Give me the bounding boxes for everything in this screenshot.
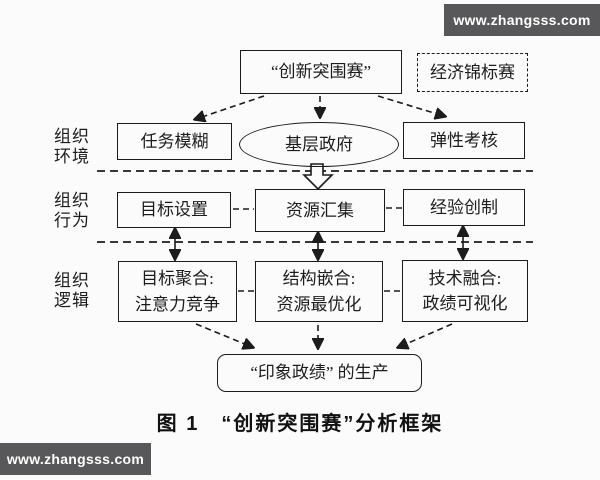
- arrow-aggregation-to-outcome: [195, 323, 252, 347]
- grassroots-government-ellipse: 基层政府: [239, 122, 399, 167]
- watermark-top-right: www.zhangsss.com: [444, 4, 600, 36]
- arrow-contest-to-assessment: [377, 95, 444, 116]
- impression-performance-box: “印象政绩” 的生产: [217, 354, 422, 392]
- watermark-bottom-left: www.zhangsss.com: [0, 443, 151, 475]
- row-label-logic: 组织 逻辑: [54, 271, 90, 310]
- technology-fusion-box: 技术融合: 政绩可视化: [402, 260, 528, 322]
- structure-embedding-box: 结构嵌合: 资源最优化: [255, 261, 383, 322]
- goal-setting-box: 目标设置: [117, 192, 231, 228]
- block-arrow-government-to-resource: [302, 163, 334, 191]
- experience-creation-box: 经验创制: [403, 189, 525, 226]
- innovation-contest-box: “创新突围赛”: [240, 50, 402, 94]
- figure-caption: 图 1 “创新突围赛”分析框架: [156, 413, 444, 435]
- arrow-contest-to-task: [196, 95, 265, 119]
- row-label-environment: 组织 环境: [54, 127, 90, 166]
- row-label-behavior: 组织 行为: [54, 191, 90, 230]
- task-ambiguity-box: 任务模糊: [117, 123, 232, 160]
- goal-aggregation-box: 目标聚合: 注意力竞争: [118, 261, 237, 322]
- resource-pooling-box: 资源汇集: [255, 189, 385, 232]
- economic-tournament-box: 经济锦标赛: [417, 53, 528, 92]
- arrow-technology-to-outcome: [399, 323, 453, 347]
- flexible-assessment-box: 弹性考核: [403, 122, 525, 159]
